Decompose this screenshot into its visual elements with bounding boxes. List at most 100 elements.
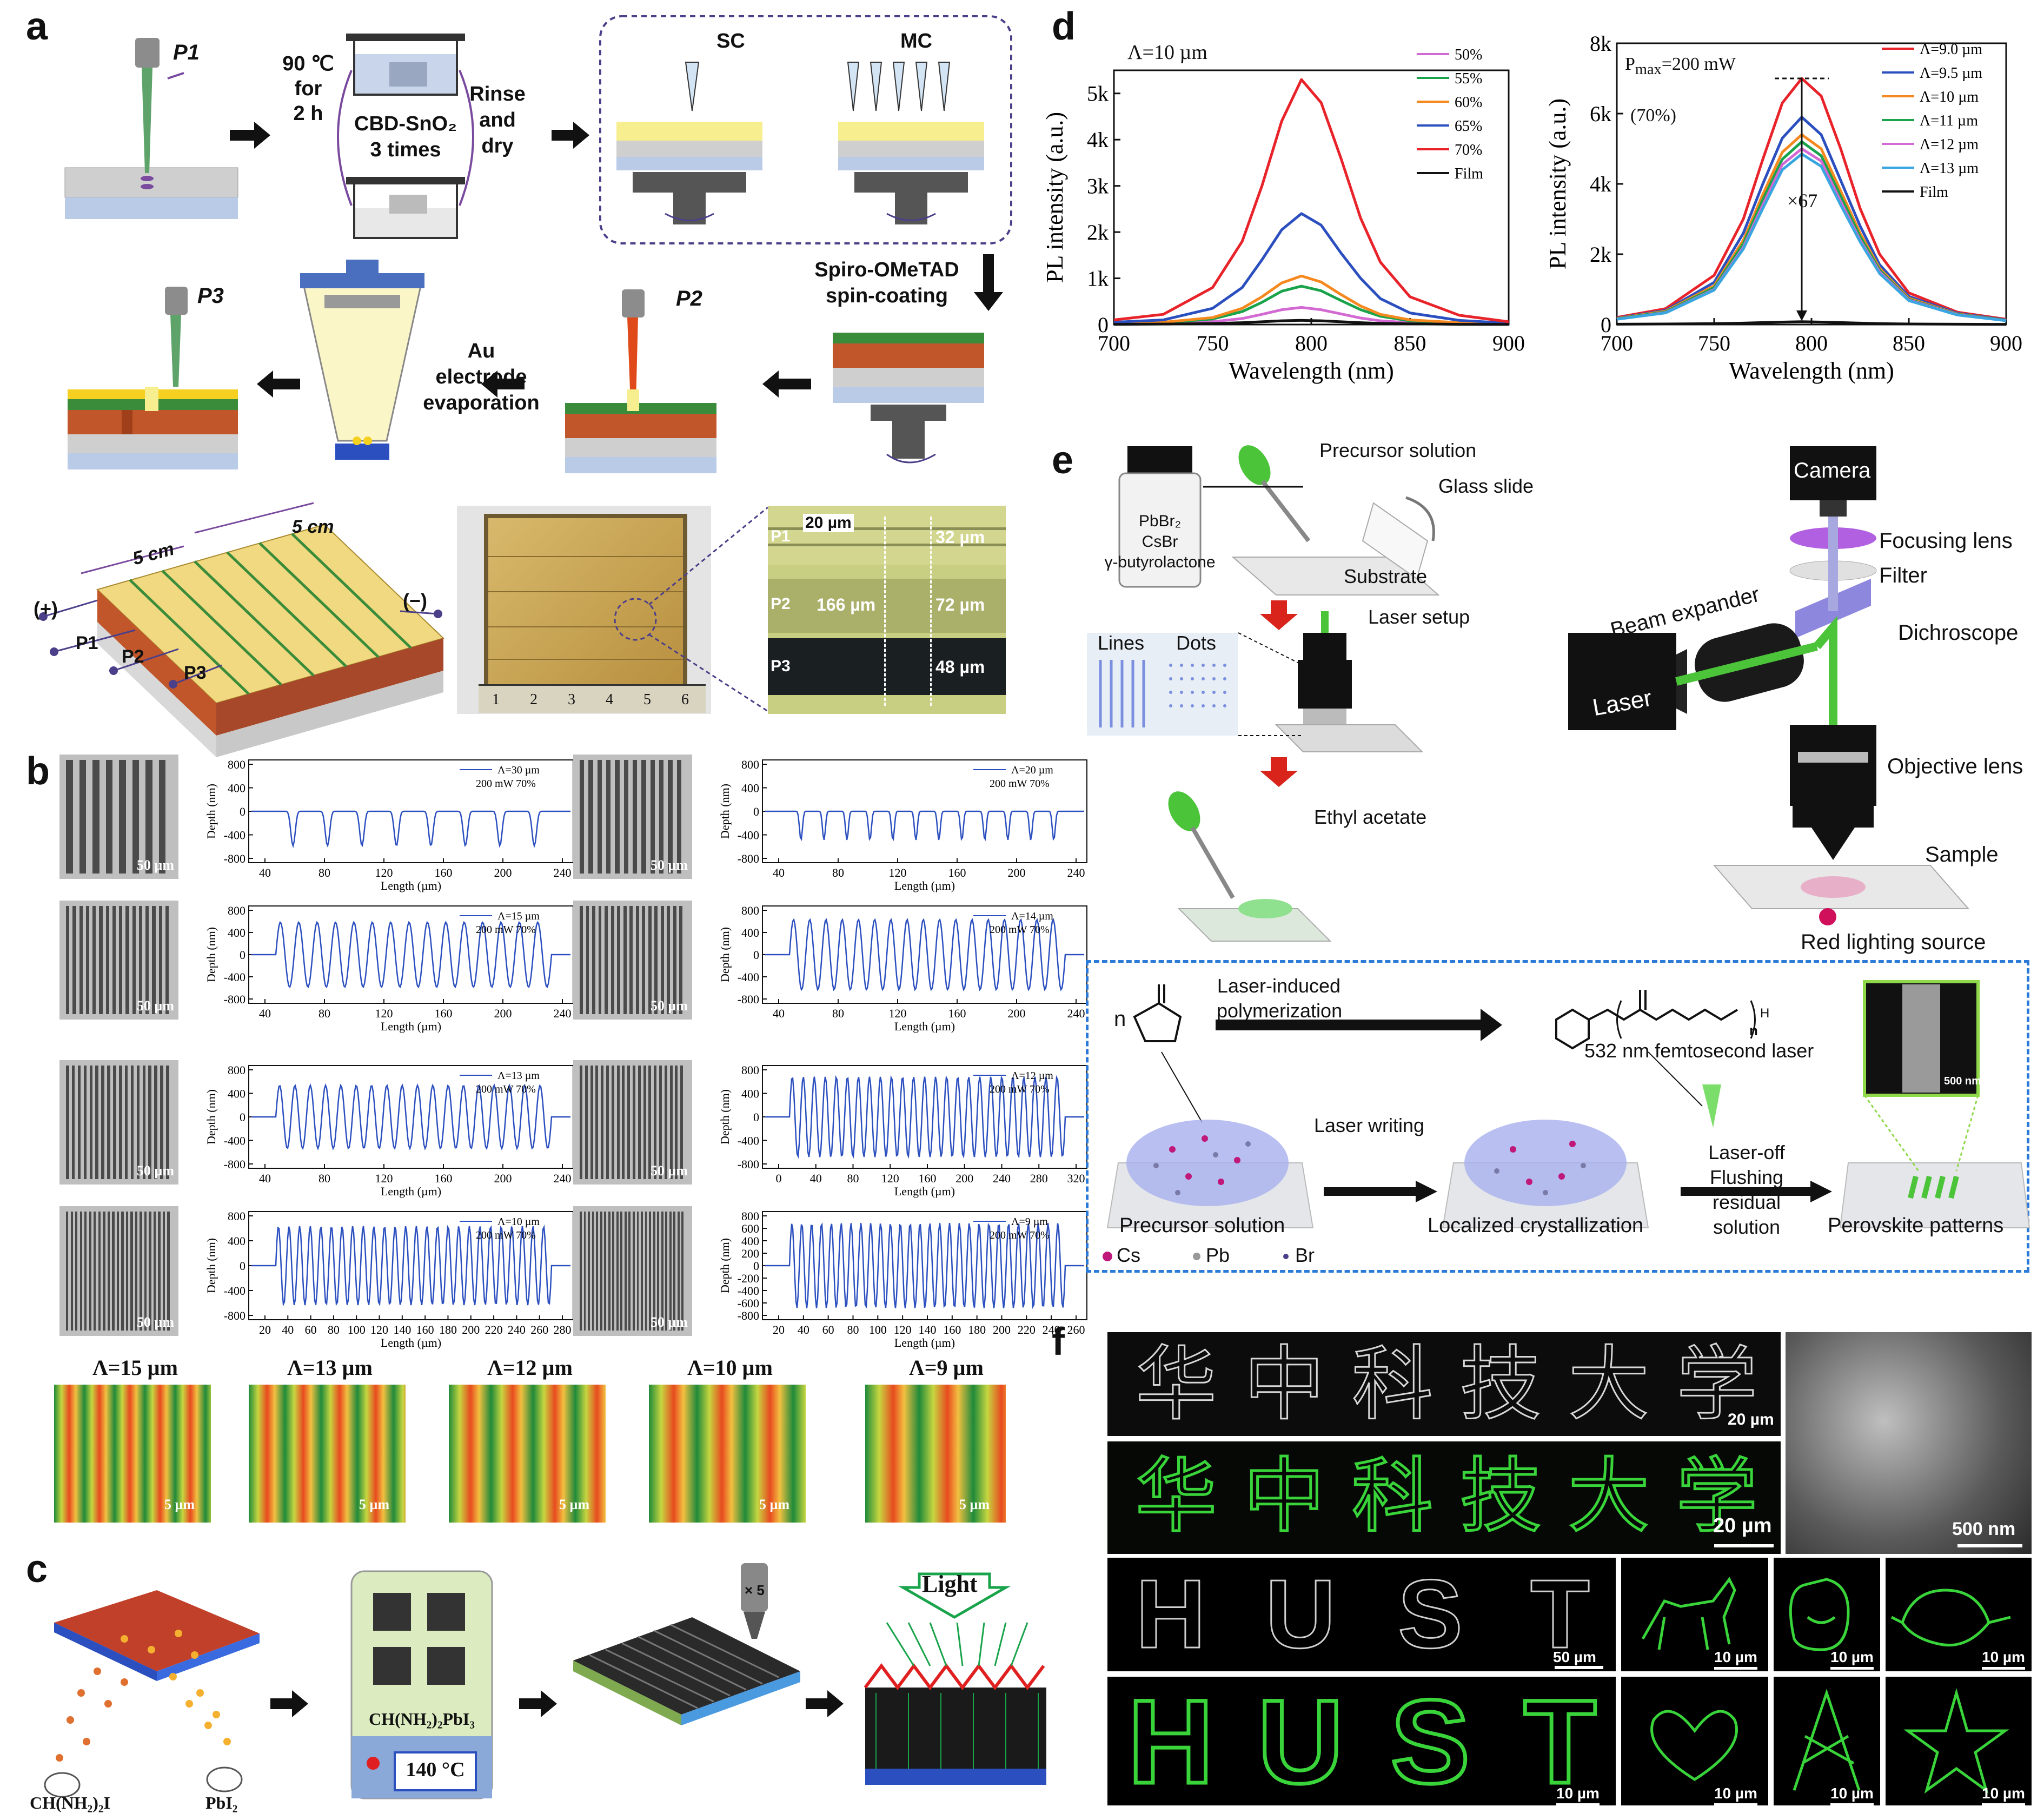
sem-thumbnail: 50 µm <box>59 901 178 1020</box>
sem-groove <box>98 1212 101 1331</box>
sem-groove <box>654 1066 657 1179</box>
sem-char: 中 <box>1243 1337 1325 1433</box>
panel-c-label: c <box>26 1547 48 1591</box>
sem-groove <box>601 1066 604 1179</box>
x-tick-label: 240 <box>1067 866 1085 879</box>
pl-x-tick-label: 900 <box>1492 331 1525 355</box>
light-label: Light <box>922 1571 978 1597</box>
sem-groove <box>669 1212 672 1331</box>
legend-lambda: Λ=20 µm <box>1011 764 1053 776</box>
pl-right-note2: (70%) <box>1630 105 1676 125</box>
sem-groove <box>79 906 83 1014</box>
shape-scale-label: 10 µm <box>1982 1785 2025 1802</box>
caption-crystallization: Localized crystallization <box>1428 1214 1644 1237</box>
x-tick-label: 240 <box>554 866 572 879</box>
x-tick-label: 200 <box>993 1323 1011 1336</box>
shape-scalebar <box>1556 1803 1600 1806</box>
sem-scale: 50 µm <box>136 1163 174 1179</box>
pl-char: 华 <box>1134 1448 1218 1545</box>
pl-x-axis-label: Wavelength (nm) <box>1229 358 1394 384</box>
y-tick-label: 400 <box>228 1087 245 1101</box>
x-axis-label: Length (µm) <box>381 1185 441 1198</box>
y-tick-label: -800 <box>224 1309 245 1322</box>
micro-72um: 72 µm <box>935 595 985 614</box>
height-map: 5 µm <box>249 1385 406 1523</box>
sem-groove <box>592 1212 594 1331</box>
mechanism-diagram <box>1103 980 2030 1261</box>
vial-contents: PbBr₂ CsBr γ-butyrolactone <box>1103 511 1217 573</box>
sem-groove <box>107 1212 110 1331</box>
laser-off-label: Laser-off Flushing residual solution <box>1676 1140 1817 1240</box>
shape-scale-label: 10 µm <box>1714 1649 1757 1665</box>
legend-power: 200 mW 70% <box>476 778 536 790</box>
sem-groove <box>101 1066 104 1179</box>
sample-label: Sample <box>1925 843 1999 866</box>
sem-thumbnail: 50 µm <box>59 1206 178 1336</box>
sem-groove <box>66 760 73 874</box>
legend-lambda: Λ=14 µm <box>1011 910 1053 922</box>
x-tick-label: 240 <box>1043 1323 1060 1336</box>
sem-hust-scale: 50 µm <box>1553 1649 1596 1665</box>
pl-legend-label: 60% <box>1455 94 1482 111</box>
y-tick-label: 200 <box>741 1247 759 1260</box>
pl-legend-label: 50% <box>1455 47 1482 63</box>
depth-profile-line <box>251 921 570 989</box>
x-tick-label: 260 <box>530 1323 548 1336</box>
temp-time: 2 h <box>293 102 323 125</box>
shape-scale-label: 10 µm <box>1714 1785 1757 1802</box>
pl-heart <box>1621 1677 1768 1805</box>
depth-profile-line <box>765 918 1084 991</box>
sem-thumbnail: 50 µm <box>573 1060 692 1185</box>
sem-groove <box>79 760 86 874</box>
sem-groove <box>167 1212 170 1331</box>
au-evaporation: evaporation <box>423 392 540 414</box>
x-tick-label: 160 <box>435 1172 453 1185</box>
sem-groove <box>77 1066 81 1179</box>
legend-power: 200 mW 70% <box>990 1083 1050 1095</box>
sem-groove <box>657 1212 660 1331</box>
y-tick-label: 0 <box>753 1110 759 1124</box>
camera-label: Camera <box>1794 459 1871 482</box>
au-name: Au <box>467 340 495 362</box>
cbd-label: CBD-SnO₂ 3 times <box>346 111 465 163</box>
x-tick-label: 120 <box>894 1323 912 1336</box>
legend-power: 200 mW 70% <box>476 924 536 936</box>
caption-patterns: Perovskite patterns <box>1828 1214 2004 1237</box>
sem-zoom-scale: 500 nm <box>1952 1519 2016 1539</box>
y-tick-label: -400 <box>224 1134 245 1148</box>
sem-groove <box>595 1066 599 1179</box>
sem-groove <box>667 906 671 1014</box>
sem-groove <box>105 906 109 1014</box>
y-tick-label: 600 <box>741 1222 759 1235</box>
p2-label: P2 <box>676 287 702 310</box>
y-tick-label: 0 <box>240 1110 245 1124</box>
legend-lambda: Λ=15 µm <box>497 910 540 922</box>
pl-x-tick-label: 750 <box>1698 331 1730 355</box>
height-map-title: Λ=13 µm <box>287 1355 373 1380</box>
legend-lambda: Λ=12 µm <box>1011 1070 1053 1082</box>
y-tick-label: 400 <box>741 926 759 939</box>
x-axis-label: Length (µm) <box>894 1185 955 1198</box>
y-tick-label: 400 <box>741 1087 759 1101</box>
pl-y-tick-label: 1k <box>1087 267 1109 291</box>
panel-f-label: f <box>1052 1320 1065 1364</box>
sem-characters <box>1107 1332 1781 1436</box>
x-tick-label: 40 <box>773 1007 785 1020</box>
x-tick-label: 140 <box>919 1323 937 1336</box>
pl-y-tick-label: 6k <box>1590 102 1611 126</box>
module-p1: P1 <box>76 633 98 653</box>
module-p3: P3 <box>184 663 207 683</box>
x-tick-label: 80 <box>328 1323 340 1336</box>
sem-hust <box>1107 1558 1616 1671</box>
substrate-label: Substrate <box>1344 565 1428 587</box>
sem-groove <box>121 1212 124 1331</box>
dots-label: Dots <box>1176 632 1217 654</box>
y-tick-label: 0 <box>753 948 759 962</box>
x-axis-label: Length (µm) <box>381 879 441 892</box>
module-photo: 1 2 3 4 5 6 <box>457 506 711 714</box>
sem-groove <box>119 760 126 874</box>
pbbr2: PbBr₂ <box>1138 512 1182 530</box>
pl-x-tick-label: 850 <box>1893 331 1925 355</box>
